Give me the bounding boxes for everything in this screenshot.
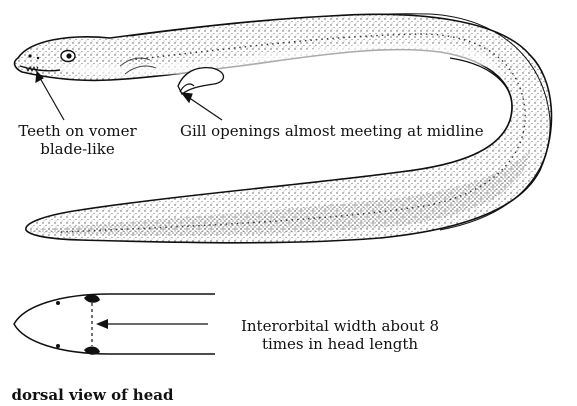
nostril-rear — [37, 57, 39, 59]
interorbital-label: Interorbital width about 8 times in head… — [225, 317, 455, 353]
dorsal-view-caption: dorsal view of head — [0, 386, 185, 404]
pupil — [66, 53, 71, 58]
gill-pointer-head — [182, 93, 192, 102]
nostril — [28, 54, 31, 57]
teeth-pointer-line — [40, 78, 64, 120]
interorbital-pointer-head — [96, 319, 108, 329]
gill-pointer-line — [188, 97, 222, 120]
teeth-label: Teeth on vomer blade-like — [10, 122, 145, 158]
gill-openings-label: Gill openings almost meeting at midline — [180, 122, 484, 140]
dorsal-eye-top — [84, 294, 100, 302]
dorsal-head-view — [14, 294, 215, 355]
